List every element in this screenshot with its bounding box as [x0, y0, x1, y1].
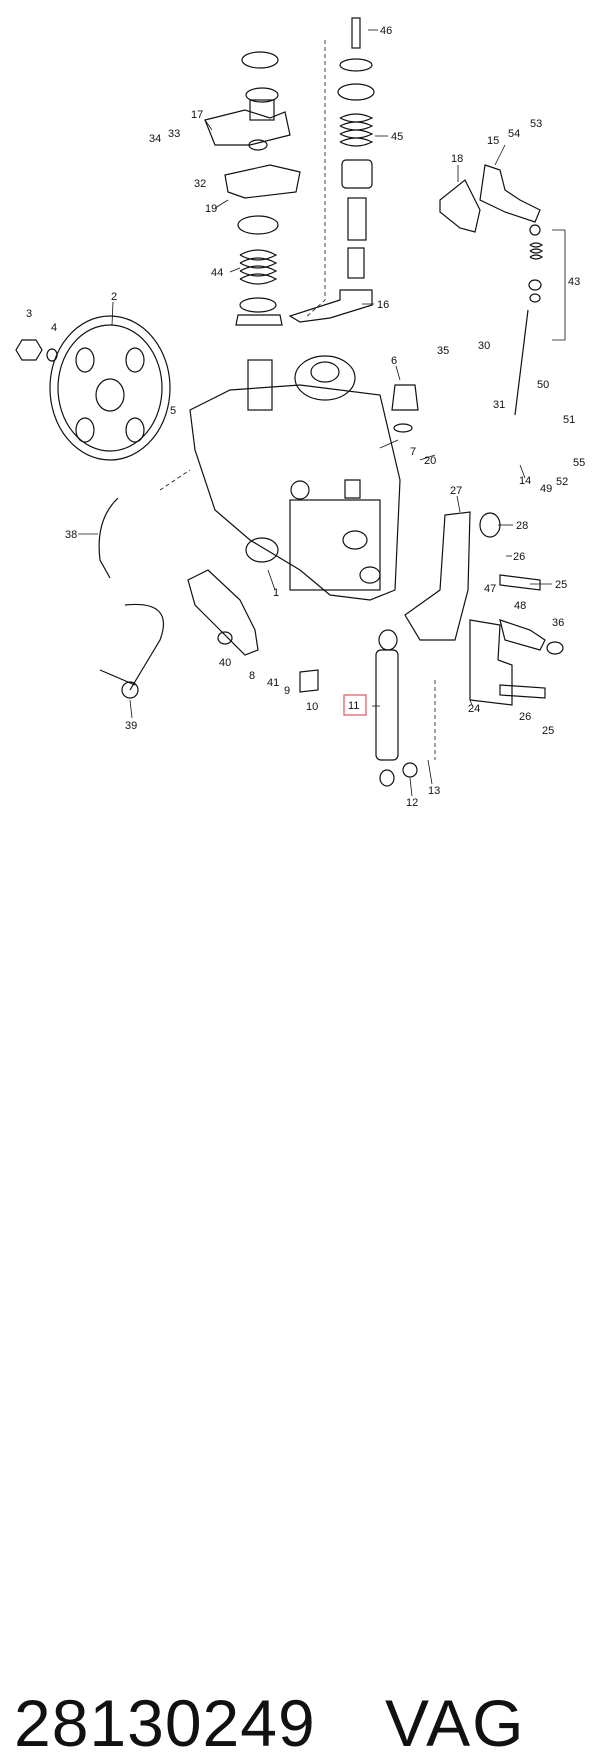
callout-18: 18	[451, 153, 463, 165]
callout-17: 17	[191, 109, 203, 121]
callout-48: 48	[514, 600, 526, 612]
highlight-box	[343, 694, 367, 716]
callout-6: 6	[391, 355, 397, 367]
callout-45: 45	[391, 131, 403, 143]
callout-1: 1	[273, 587, 279, 599]
callout-16: 16	[377, 299, 389, 311]
callout-26b: 26	[519, 711, 531, 723]
callout-52: 52	[556, 476, 568, 488]
callout-20: 20	[424, 455, 436, 467]
callout-32: 32	[194, 178, 206, 190]
callout-26a: 26	[513, 551, 525, 563]
injection-pump-body	[189, 355, 419, 601]
callout-49: 49	[540, 483, 552, 495]
callout-28: 28	[516, 520, 528, 532]
callout-34: 34	[149, 133, 161, 145]
callout-25a: 25	[555, 579, 567, 591]
callout-labels: 46 45 53 54 15 18 17 33 34 32 19 44 16 4…	[26, 25, 585, 809]
callout-4: 4	[51, 322, 57, 334]
callout-14: 14	[519, 475, 531, 487]
callout-38: 38	[65, 529, 77, 541]
callout-36: 36	[552, 617, 564, 629]
callout-47: 47	[484, 583, 496, 595]
callout-30: 30	[478, 340, 490, 352]
callout-39: 39	[125, 720, 137, 732]
callout-41: 41	[267, 677, 279, 689]
callout-15: 15	[487, 135, 499, 147]
callout-31: 31	[493, 399, 505, 411]
callout-10: 10	[306, 701, 318, 713]
callout-55: 55	[573, 457, 585, 469]
callout-5: 5	[170, 405, 176, 417]
lever-linkage	[439, 164, 566, 416]
callout-33: 33	[168, 128, 180, 140]
callout-25b: 25	[542, 725, 554, 737]
callout-9: 9	[284, 685, 290, 697]
callout-40: 40	[219, 657, 231, 669]
callout-43: 43	[568, 276, 580, 288]
brand-name: VAG	[385, 1686, 526, 1760]
callout-44: 44	[211, 267, 223, 279]
support-bracket	[187, 569, 319, 693]
callout-2: 2	[111, 291, 117, 303]
callout-53: 53	[530, 118, 542, 130]
callout-8: 8	[249, 670, 255, 682]
top-spring-stack	[204, 51, 301, 326]
callout-50: 50	[537, 379, 549, 391]
diagram-canvas: 46 45 53 54 15 18 17 33 34 32 19 44 16 4…	[15, 17, 585, 809]
part-number: 28130249	[14, 1686, 316, 1760]
guide-lines	[159, 40, 436, 760]
drive-gear	[15, 315, 171, 461]
callout-12: 12	[406, 797, 418, 809]
caption-bar: 28130249 VAG	[0, 840, 600, 1760]
callout-54: 54	[508, 128, 520, 140]
callout-11: 11	[348, 700, 359, 712]
damper-rod	[375, 629, 418, 787]
callout-51: 51	[563, 414, 575, 426]
exploded-parts-diagram: 46 45 53 54 15 18 17 33 34 32 19 44 16 4…	[0, 17, 600, 1760]
callout-13: 13	[428, 785, 440, 797]
callout-24: 24	[468, 703, 480, 715]
plunger-column	[288, 17, 375, 323]
callout-27: 27	[450, 485, 462, 497]
callout-19: 19	[205, 203, 217, 215]
callout-35: 35	[437, 345, 449, 357]
return-pipes	[98, 497, 165, 699]
callout-3: 3	[26, 308, 32, 320]
callout-46: 46	[380, 25, 392, 37]
callout-leaders	[78, 29, 552, 797]
callout-7: 7	[410, 446, 416, 458]
mounting-brackets	[404, 511, 564, 706]
